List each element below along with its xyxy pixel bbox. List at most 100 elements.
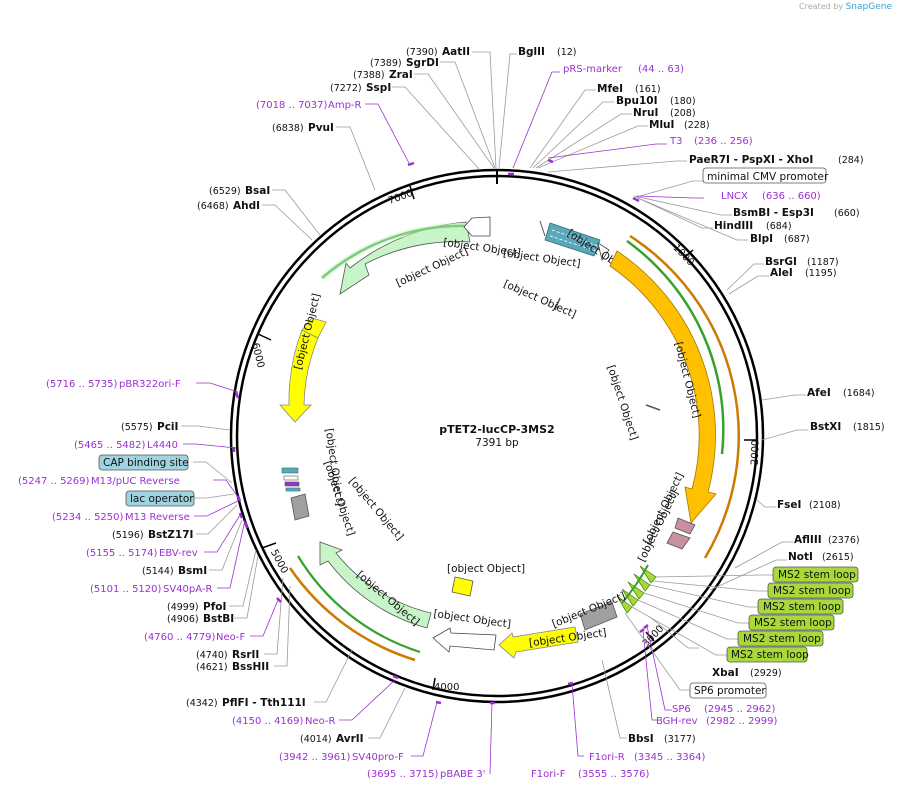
enzyme-bsshii[interactable]: BssHII bbox=[232, 661, 269, 673]
primer-range-sv40pro-f: (3942 .. 3961) bbox=[279, 752, 351, 763]
enzyme-sgrdi[interactable]: SgrDI bbox=[406, 57, 439, 69]
hcl1-block[interactable] bbox=[674, 517, 696, 535]
enzyme-afei[interactable]: AfeI bbox=[807, 387, 831, 399]
lac-operator-box[interactable] bbox=[125, 490, 195, 507]
primer-neo-f[interactable]: Neo-F bbox=[216, 632, 246, 643]
primer-m13-puc-reverse[interactable]: M13/pUC Reverse bbox=[91, 476, 180, 487]
enzyme-pflfi-tth111i[interactable]: PflFI - Tth111I bbox=[222, 697, 306, 709]
enzyme-bstz17i[interactable]: BstZ17I bbox=[148, 529, 193, 541]
primer-pbr322ori-f[interactable]: pBR322ori-F bbox=[119, 379, 181, 390]
enzyme-pos-xhoi: (284) bbox=[838, 155, 864, 166]
sv40-polya-block[interactable] bbox=[290, 493, 310, 521]
enzyme-rsrii[interactable]: RsrII bbox=[232, 649, 259, 661]
enzyme-pos-ahdi: (6468) bbox=[197, 201, 229, 212]
enzyme-mfei[interactable]: MfeI bbox=[597, 83, 623, 95]
neor-cds-green bbox=[297, 555, 421, 654]
enzyme-bpu10i[interactable]: Bpu10I bbox=[616, 95, 658, 107]
primer-ebv-rev[interactable]: EBV-rev bbox=[159, 548, 198, 559]
primer-range-lncx: (636 .. 660) bbox=[762, 191, 821, 202]
ampr-promoter-arrow[interactable] bbox=[463, 216, 491, 237]
enzyme-pvui[interactable]: PvuI bbox=[308, 122, 334, 134]
enzyme-ahdi[interactable]: AhdI bbox=[233, 200, 260, 212]
enzyme-paer7i-pspxi-xhoi[interactable]: PaeR7I - PspXI - XhoI bbox=[689, 154, 813, 166]
hpest-block[interactable] bbox=[666, 531, 691, 550]
neor-kanr-arrow[interactable] bbox=[319, 541, 432, 629]
enzyme-pcii[interactable]: PciI bbox=[157, 421, 178, 433]
enzyme-sspi[interactable]: SspI bbox=[366, 82, 391, 94]
lac-region-blocks[interactable] bbox=[281, 467, 301, 492]
enzyme-xbai[interactable]: XbaI bbox=[712, 667, 739, 679]
tick-label-4000: 4000 bbox=[434, 682, 459, 693]
enzyme-pos-avrii: (4014) bbox=[300, 734, 332, 745]
shine-dalgarno-mark bbox=[645, 404, 661, 411]
cap-binding-site-box[interactable] bbox=[98, 454, 189, 471]
primer-pbabe-3[interactable]: pBABE 3' bbox=[440, 769, 486, 780]
ori-arrow[interactable] bbox=[279, 329, 319, 423]
enzyme-bsrgi[interactable]: BsrGI bbox=[765, 256, 797, 268]
primer-f1ori-r[interactable]: F1ori-R bbox=[589, 752, 625, 763]
plasmid-length: 7391 bp bbox=[475, 437, 519, 449]
enzyme-pos-sspi: (7272) bbox=[330, 83, 362, 94]
ms2-stem-loop-box-3[interactable] bbox=[757, 598, 844, 615]
enzyme-blpi[interactable]: BlpI bbox=[750, 233, 773, 245]
primer-prs-marker[interactable]: pRS-marker bbox=[563, 64, 623, 75]
enzyme-alei[interactable]: AleI bbox=[770, 267, 793, 279]
ms2-stem-loop-box-6[interactable] bbox=[726, 646, 808, 663]
enzyme-pos-afei: (1684) bbox=[843, 388, 875, 399]
bgh-polya-block[interactable] bbox=[579, 601, 618, 631]
ms2-stem-loop-box-1[interactable] bbox=[772, 566, 859, 583]
primer-amp-r[interactable]: Amp-R bbox=[328, 100, 362, 111]
enzyme-bsmbi-esp3i[interactable]: BsmBI - Esp3I bbox=[733, 207, 814, 219]
enzyme-avrii[interactable]: AvrII bbox=[336, 733, 364, 745]
sv40-promoter-arrow[interactable] bbox=[432, 627, 497, 653]
enzyme-afliii[interactable]: AflIII bbox=[794, 534, 822, 546]
enzyme-bsai[interactable]: BsaI bbox=[245, 185, 270, 197]
minimal-cmv-promoter-label: minimal CMV promoter bbox=[707, 171, 829, 183]
primer-sv40pa-r[interactable]: SV40pA-R bbox=[163, 584, 212, 595]
primer-l4440[interactable]: L4440 bbox=[147, 440, 178, 451]
enzyme-bbsi[interactable]: BbsI bbox=[628, 733, 654, 745]
enzyme-bsmi[interactable]: BsmI bbox=[178, 565, 207, 577]
ms2-stem-loop-box-2[interactable] bbox=[767, 582, 854, 599]
cap-binding-site-label: CAP binding site bbox=[103, 457, 189, 469]
enzyme-pos-mlui: (228) bbox=[684, 120, 710, 131]
primer-range-pbabe-3: (3695 .. 3715) bbox=[367, 769, 439, 780]
enzyme-hindiii[interactable]: HindIII bbox=[714, 220, 753, 232]
enzyme-noti[interactable]: NotI bbox=[788, 551, 813, 563]
enzyme-bstxi[interactable]: BstXI bbox=[810, 421, 841, 433]
brand-name: SnapGene bbox=[845, 2, 892, 12]
primer-bgh-rev[interactable]: BGH-rev bbox=[656, 716, 698, 727]
enzyme-fsei[interactable]: FseI bbox=[777, 499, 801, 511]
ampr-cds-glow bbox=[320, 222, 469, 281]
sp6-promoter-box[interactable] bbox=[689, 682, 767, 699]
primer-t3[interactable]: T3 bbox=[669, 136, 682, 147]
left-primer-lines bbox=[183, 103, 493, 775]
enzyme-pfoi[interactable]: PfoI bbox=[203, 601, 226, 613]
primer-lncx[interactable]: LNCX bbox=[721, 191, 748, 202]
enzyme-nrui[interactable]: NruI bbox=[633, 107, 658, 119]
ms2-stem-loop-box-4[interactable] bbox=[748, 614, 835, 631]
luciferase-arrow[interactable] bbox=[609, 250, 717, 524]
enzyme-bstbi[interactable]: BstBI bbox=[203, 613, 234, 625]
minimal-cmv-promoter-box[interactable] bbox=[702, 167, 827, 184]
primer-sp6[interactable]: SP6 bbox=[672, 704, 691, 715]
enzyme-bglii[interactable]: BglII bbox=[518, 46, 545, 58]
shine-dalgarno-label: [object Object] bbox=[605, 364, 641, 442]
ori-arrow-tail bbox=[301, 317, 327, 339]
ms2-stem-loop-box-5[interactable] bbox=[737, 630, 824, 647]
enzyme-aatii[interactable]: AatII bbox=[442, 46, 470, 58]
tre-block[interactable] bbox=[544, 222, 601, 257]
hpest-label: [object Object] bbox=[636, 488, 681, 563]
primer-neo-r[interactable]: Neo-R bbox=[305, 716, 336, 727]
ms2-stem-loop-blocks[interactable] bbox=[616, 565, 657, 614]
f1-ori-arrow[interactable] bbox=[498, 626, 579, 659]
sv40-ori-block[interactable] bbox=[451, 576, 474, 597]
primer-sv40pro-f[interactable]: SV40pro-F bbox=[352, 752, 404, 763]
enzyme-mlui[interactable]: MluI bbox=[649, 119, 674, 131]
enzyme-zrai[interactable]: ZraI bbox=[389, 69, 413, 81]
cmv-promoter-arrow[interactable] bbox=[597, 242, 610, 261]
primer-range-sp6: (2945 .. 2962) bbox=[704, 704, 776, 715]
primer-m13-reverse[interactable]: M13 Reverse bbox=[125, 512, 190, 523]
enzyme-pos-bstbi: (4906) bbox=[167, 614, 199, 625]
primer-f1ori-f[interactable]: F1ori-F bbox=[531, 769, 566, 780]
